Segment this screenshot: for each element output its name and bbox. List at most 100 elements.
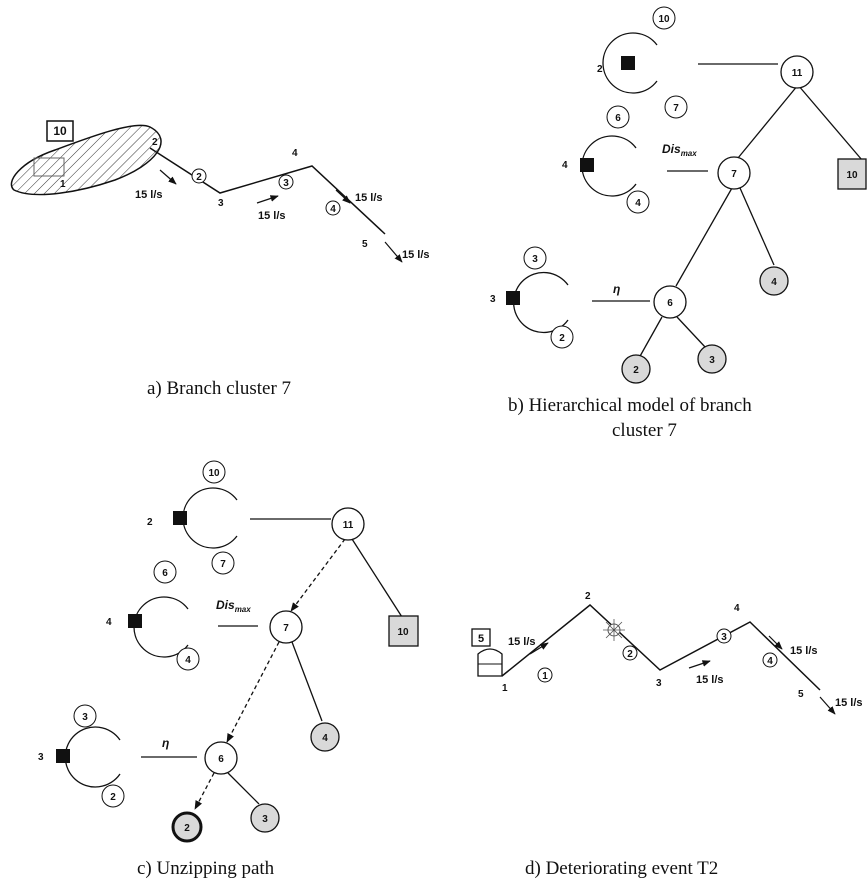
pipe-label-3: 3 <box>283 178 289 189</box>
svg-text:11: 11 <box>792 68 803 79</box>
svg-text:4: 4 <box>635 198 641 209</box>
cluster-low-top-node <box>523 246 547 270</box>
node-label-2: 2 <box>152 137 158 148</box>
panel-b: 2 10 7 4 6 4 Dismax 3 3 2 η 11 <box>490 6 867 384</box>
svg-text:10: 10 <box>208 468 220 479</box>
c-cluster-mid-top-node <box>153 560 177 584</box>
cluster-mid-bottom-node <box>626 190 650 214</box>
cluster-side-label-low: 3 <box>490 294 496 305</box>
svg-text:4: 4 <box>106 617 112 628</box>
tree-leaf-3 <box>697 344 727 374</box>
tree-leaf-2 <box>621 354 651 384</box>
d-tank-label-box <box>471 628 491 647</box>
caption-c: c) Unzipping path <box>137 858 275 879</box>
tree-mid-node <box>717 156 751 190</box>
d-flow-arrow-2 <box>688 660 711 669</box>
svg-text:4: 4 <box>322 733 328 744</box>
c-tree-leaf-4 <box>310 722 340 752</box>
d-pipe-circle-1 <box>537 667 553 683</box>
node-label-5: 5 <box>362 239 368 250</box>
d-flow-label-4: 15 l/s <box>835 697 863 709</box>
svg-text:7: 7 <box>673 103 679 114</box>
pipe-circle-4 <box>325 200 341 216</box>
pipe-circle-3 <box>278 174 294 190</box>
c-cluster-square-top <box>173 511 187 525</box>
cluster-side-label-top: 2 <box>597 64 603 75</box>
c-tree-leaf-3 <box>250 803 280 833</box>
tree-low-node <box>653 285 687 319</box>
d-flow-arrow-4 <box>819 696 836 715</box>
caption-b-line2: cluster 7 <box>612 420 677 441</box>
tree-root-node <box>780 55 814 89</box>
tree-leaf-4 <box>759 266 789 296</box>
caption-b-line1: b) Hierarchical model of branch <box>508 395 752 416</box>
svg-text:3: 3 <box>721 632 727 643</box>
tank-icon <box>33 157 65 177</box>
unzip-path-1 <box>290 538 346 612</box>
node-label-1: 1 <box>60 179 66 190</box>
pipe-burst-icon <box>603 619 625 641</box>
cluster-arc-low <box>512 271 569 334</box>
c-cluster-top-node <box>202 460 226 484</box>
c-cluster-low-top-node <box>73 704 97 728</box>
cluster-square-mid <box>580 158 594 172</box>
panel-a: 10 1 2 3 4 5 2 3 4 15 l/s 15 l/s 15 l/s … <box>10 120 430 263</box>
d-node-label-2: 2 <box>585 591 591 602</box>
cluster-bottom-node <box>664 95 688 119</box>
flow-arrow-1 <box>159 169 177 185</box>
svg-text:2: 2 <box>147 517 153 528</box>
svg-text:6: 6 <box>162 568 168 579</box>
pipe-circle-2 <box>191 168 207 184</box>
c-tree-mid-node <box>269 610 303 644</box>
c-tree-leaf-2-highlighted <box>171 811 203 843</box>
svg-text:4: 4 <box>767 656 773 667</box>
cluster-square-top <box>621 56 635 70</box>
d-node-label-4: 4 <box>734 603 740 614</box>
cluster-square-low <box>506 291 520 305</box>
svg-text:10: 10 <box>658 14 670 25</box>
flow-arrow-2 <box>256 195 279 204</box>
caption-d: d) Deteriorating event T2 <box>525 858 718 879</box>
svg-text:1: 1 <box>542 671 548 682</box>
flow-arrow-4 <box>384 241 403 263</box>
flow-label-1: 15 l/s <box>135 189 163 201</box>
panel-c: 2 10 7 4 6 4 Dismax 3 3 2 η 11 <box>38 460 419 843</box>
hatched-zone <box>10 124 162 196</box>
pipe-label-4: 4 <box>330 204 336 215</box>
reservoir-icon <box>477 648 503 677</box>
d-node-label-3: 3 <box>656 678 662 689</box>
c-cluster-low-bottom-node <box>101 784 125 808</box>
node-label-3: 3 <box>218 198 224 209</box>
c-cluster-arc-low <box>64 726 121 788</box>
svg-text:11: 11 <box>343 520 354 531</box>
d-pipe-network <box>501 604 821 691</box>
svg-text:4: 4 <box>771 277 777 288</box>
svg-text:10: 10 <box>397 627 409 638</box>
svg-text:6: 6 <box>218 754 224 765</box>
d-flow-label-2: 15 l/s <box>696 674 724 686</box>
d-flow-label-3: 15 l/s <box>790 645 818 657</box>
d-flow-arrow-3 <box>768 635 783 650</box>
svg-text:3: 3 <box>38 752 44 763</box>
svg-text:3: 3 <box>709 355 715 366</box>
flow-label-3: 15 l/s <box>355 192 383 204</box>
c-cluster-arc-top <box>182 487 238 549</box>
tank-label: 10 <box>53 124 67 138</box>
flow-label-4: 15 l/s <box>402 249 430 261</box>
svg-text:7: 7 <box>283 623 289 634</box>
svg-text:3: 3 <box>532 254 538 265</box>
svg-text:7: 7 <box>220 559 226 570</box>
svg-text:7: 7 <box>731 169 737 180</box>
flow-arrow-3 <box>335 189 351 204</box>
svg-text:6: 6 <box>615 113 621 124</box>
svg-text:2: 2 <box>627 649 633 660</box>
d-flow-arrow-1 <box>529 642 549 655</box>
svg-text:10: 10 <box>846 170 858 181</box>
svg-text:2: 2 <box>633 365 639 376</box>
tree-square-leaf <box>837 158 867 190</box>
d-node-label-5: 5 <box>798 689 804 700</box>
caption-a: a) Branch cluster 7 <box>147 378 291 399</box>
c-edge-label-eta: η <box>162 736 169 750</box>
d-pipe-circle-3 <box>716 628 732 644</box>
